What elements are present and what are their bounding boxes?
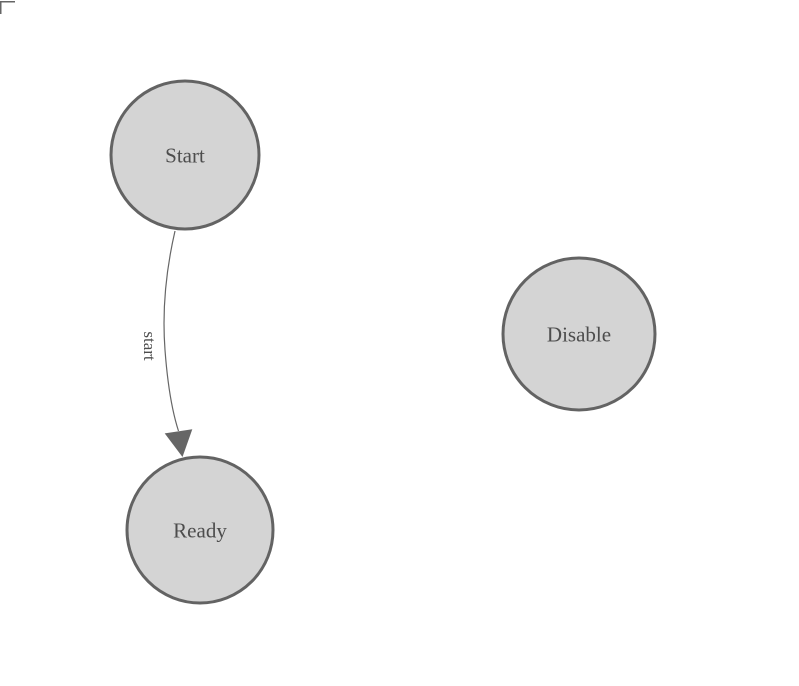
state-circle-start[interactable] — [109, 79, 261, 231]
state-node-disable[interactable]: Disable — [501, 256, 657, 412]
canvas-corner-marker — [0, 1, 15, 14]
transition-edge-line[interactable] — [163, 230, 180, 432]
state-label-disable: Disable — [547, 322, 611, 346]
state-node-ready[interactable]: Ready — [125, 455, 275, 605]
state-circle-ready[interactable] — [125, 455, 275, 605]
state-label-start: Start — [165, 143, 205, 167]
state-node-start[interactable]: Start — [109, 79, 261, 231]
transition-edge-arrowhead — [164, 429, 193, 457]
transition-start-to-ready[interactable]: start — [140, 230, 193, 457]
transition-label[interactable]: start — [140, 331, 159, 361]
state-label-ready: Ready — [173, 518, 227, 542]
state-circle-disable[interactable] — [501, 256, 657, 412]
